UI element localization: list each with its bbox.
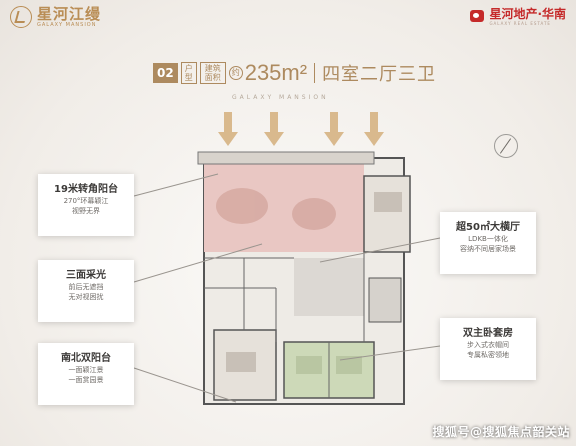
callout-double-master: 双主卧套房 步入式衣帽间 专属私密领地 [440,318,536,380]
callout-line: 前后无遮挡 [68,283,104,291]
callout-corner-balcony: 19米转角阳台 270°环幕颖江 视野无界 [38,174,134,236]
area-label-tag: 建筑面积 [199,62,226,84]
watermark: 搜狐号@搜狐焦点韶关站 [432,425,570,439]
callout-line: 无对视困扰 [68,293,104,301]
brand-sub-text: GALAXY REAL ESTATE [489,21,551,26]
compass-icon [494,134,518,158]
sunlight-arrows [218,112,384,146]
mansion-caption: GALAXY MANSION [232,94,329,101]
callout-line: 一面赏园景 [68,376,104,384]
callout-title: 三面采光 [66,270,106,281]
elevator-core [368,277,402,323]
unit-area: 235m² [244,60,308,85]
logo-sub-text: GALAXY MANSION [37,22,97,28]
unit-title: 02 户型 建筑面积 约 235m² 四室二厅三卫 [153,60,436,86]
callout-double-balcony: 南北双阳台 一面颖江景 一面赏园景 [38,343,134,405]
callout-title: 超50㎡大横厅 [456,222,520,233]
callout-line: 270°环幕颖江 [63,197,109,205]
callout-three-side-light: 三面采光 前后无遮挡 无对视困扰 [38,260,134,322]
callout-line: 步入式衣帽间 [467,341,509,349]
galaxy-real-estate-logo: 星河地产·华南 GALAXY REAL ESTATE [470,8,566,26]
sun-arrow-icon [218,112,238,146]
unit-layout: 四室二厅三卫 [322,64,437,85]
bedroom-east [363,175,411,253]
unit-type-tag: 户型 [180,62,197,84]
callout-large-hall: 超50㎡大横厅 LDKB一体化 容纳不同居家场景 [440,212,536,274]
callout-title: 双主卧套房 [463,328,513,339]
brand-text: 星河地产·华南 [489,7,566,21]
brand-mark-icon [470,10,486,24]
galaxy-logo-icon [10,6,32,28]
title-divider [314,63,316,83]
hall-zone [294,258,364,316]
sun-arrow-icon [364,112,384,146]
approx-badge: 约 [228,66,243,80]
galaxy-mansion-logo: 星河江缦 GALAXY MANSION [10,6,101,28]
unit-number: 02 [153,63,178,83]
callout-line: 容纳不同居家场景 [460,245,516,253]
callout-title: 南北双阳台 [61,353,111,364]
sun-arrow-icon [324,112,344,146]
callout-line: 一面颖江景 [68,366,104,374]
callout-line: 专属私密领地 [467,351,509,359]
logo-main-text: 星河江缦 [37,5,102,23]
callout-line: 视野无界 [72,207,100,215]
callout-line: LDKB一体化 [468,235,508,243]
floor-plan [197,151,411,405]
corner-balcony [197,151,375,165]
sun-arrow-icon [264,112,284,146]
callout-title: 19米转角阳台 [54,184,118,195]
